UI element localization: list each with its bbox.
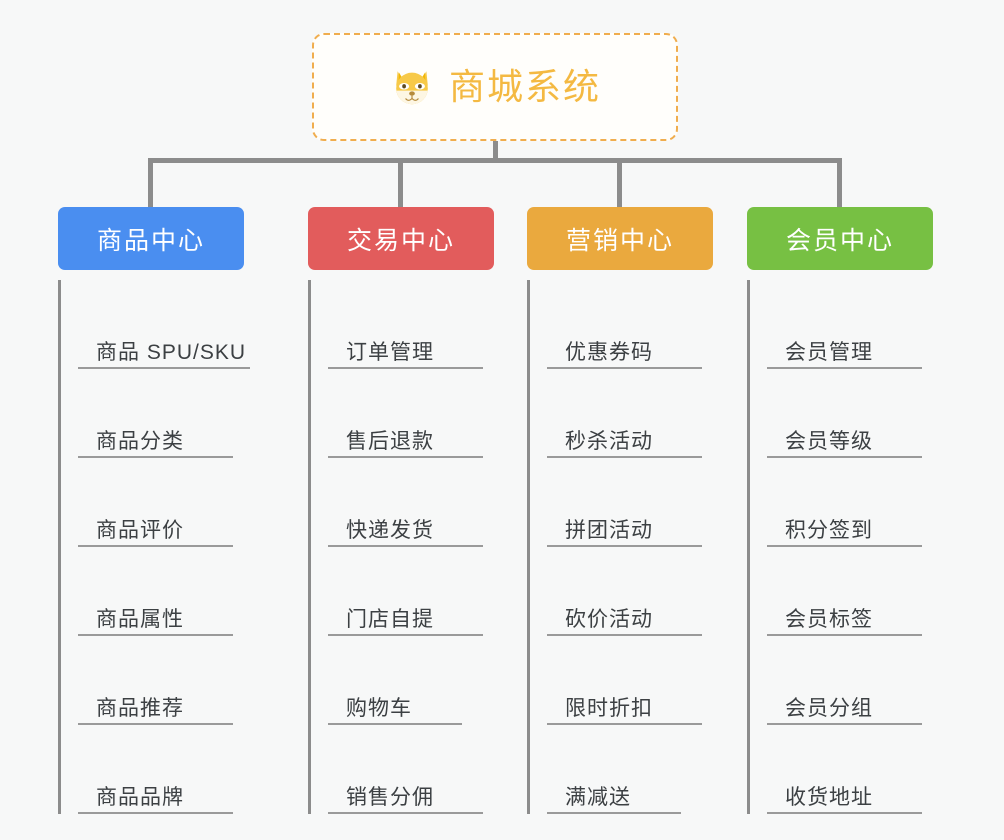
root-node-mall-system[interactable]: 商城系统 [312,33,678,141]
leaf-label: 收货地址 [785,785,873,809]
leaf-label: 商品评价 [96,518,184,542]
leaf-label: 商品属性 [96,607,184,631]
list-item[interactable]: 商品 SPU/SKU [78,280,250,369]
list-item[interactable]: 会员等级 [767,369,922,458]
leaf-label: 满减送 [565,785,631,809]
list-item[interactable]: 积分签到 [767,458,922,547]
leaf-label: 门店自提 [346,607,434,631]
leaf-label: 商品推荐 [96,696,184,720]
list-item[interactable]: 销售分佣 [328,725,483,814]
branch-column-marketing-center: 营销中心 优惠券码 秒杀活动 拼团活动 砍价活动 限时折扣 满减送 [527,207,713,814]
list-item[interactable]: 会员分组 [767,636,922,725]
leaf-label: 快递发货 [346,518,434,542]
list-item[interactable]: 会员管理 [767,280,922,369]
branch-items-trade-center: 订单管理 售后退款 快递发货 门店自提 购物车 销售分佣 [308,280,494,814]
leaf-label: 会员管理 [785,340,873,364]
leaf-label: 拼团活动 [565,518,653,542]
list-item[interactable]: 订单管理 [328,280,483,369]
connector-horizontal-bus [148,158,842,163]
leaf-label: 会员标签 [785,607,873,631]
leaf-label: 会员分组 [785,696,873,720]
list-item[interactable]: 购物车 [328,636,462,725]
branch-items-product-center: 商品 SPU/SKU 商品分类 商品评价 商品属性 商品推荐 商品品牌 [58,280,250,814]
leaf-label: 购物车 [346,696,412,720]
list-item[interactable]: 商品分类 [78,369,233,458]
root-node-title: 商城系统 [448,66,601,107]
list-item[interactable]: 快递发货 [328,458,483,547]
branch-header-product-center[interactable]: 商品中心 [58,207,244,270]
leaf-label: 优惠券码 [565,340,653,364]
branch-items-marketing-center: 优惠券码 秒杀活动 拼团活动 砍价活动 限时折扣 满减送 [527,280,713,814]
leaf-label: 售后退款 [346,429,434,453]
connector-drop-member-center [837,158,842,209]
branch-header-marketing-center[interactable]: 营销中心 [527,207,713,270]
list-item[interactable]: 商品属性 [78,547,233,636]
connector-drop-trade-center [398,158,403,209]
connector-drop-product-center [148,158,153,209]
leaf-label: 商品分类 [96,429,184,453]
branch-column-product-center: 商品中心 商品 SPU/SKU 商品分类 商品评价 商品属性 商品推荐 商品品牌 [58,207,250,814]
leaf-label: 限时折扣 [565,696,653,720]
list-item[interactable]: 商品品牌 [78,725,233,814]
leaf-label: 秒杀活动 [565,429,653,453]
branch-header-member-center[interactable]: 会员中心 [747,207,933,270]
branch-header-trade-center[interactable]: 交易中心 [308,207,494,270]
shiba-dog-face-icon [389,64,435,110]
list-item[interactable]: 拼团活动 [547,458,702,547]
connector-drop-marketing-center [617,158,622,209]
list-item[interactable]: 秒杀活动 [547,369,702,458]
list-item[interactable]: 满减送 [547,725,681,814]
branch-column-member-center: 会员中心 会员管理 会员等级 积分签到 会员标签 会员分组 收货地址 [747,207,933,814]
list-item[interactable]: 门店自提 [328,547,483,636]
leaf-label: 商品品牌 [96,785,184,809]
list-item[interactable]: 会员标签 [767,547,922,636]
leaf-label: 订单管理 [346,340,434,364]
connector-root-stem [493,141,498,162]
list-item[interactable]: 优惠券码 [547,280,702,369]
branch-items-member-center: 会员管理 会员等级 积分签到 会员标签 会员分组 收货地址 [747,280,933,814]
leaf-label: 销售分佣 [346,785,434,809]
leaf-label: 商品 SPU/SKU [96,340,247,364]
list-item[interactable]: 砍价活动 [547,547,702,636]
list-item[interactable]: 售后退款 [328,369,483,458]
leaf-label: 积分签到 [785,518,873,542]
branch-column-trade-center: 交易中心 订单管理 售后退款 快递发货 门店自提 购物车 销售分佣 [308,207,494,814]
list-item[interactable]: 商品评价 [78,458,233,547]
leaf-label: 砍价活动 [565,607,653,631]
list-item[interactable]: 限时折扣 [547,636,702,725]
list-item[interactable]: 商品推荐 [78,636,233,725]
leaf-label: 会员等级 [785,429,873,453]
list-item[interactable]: 收货地址 [767,725,922,814]
